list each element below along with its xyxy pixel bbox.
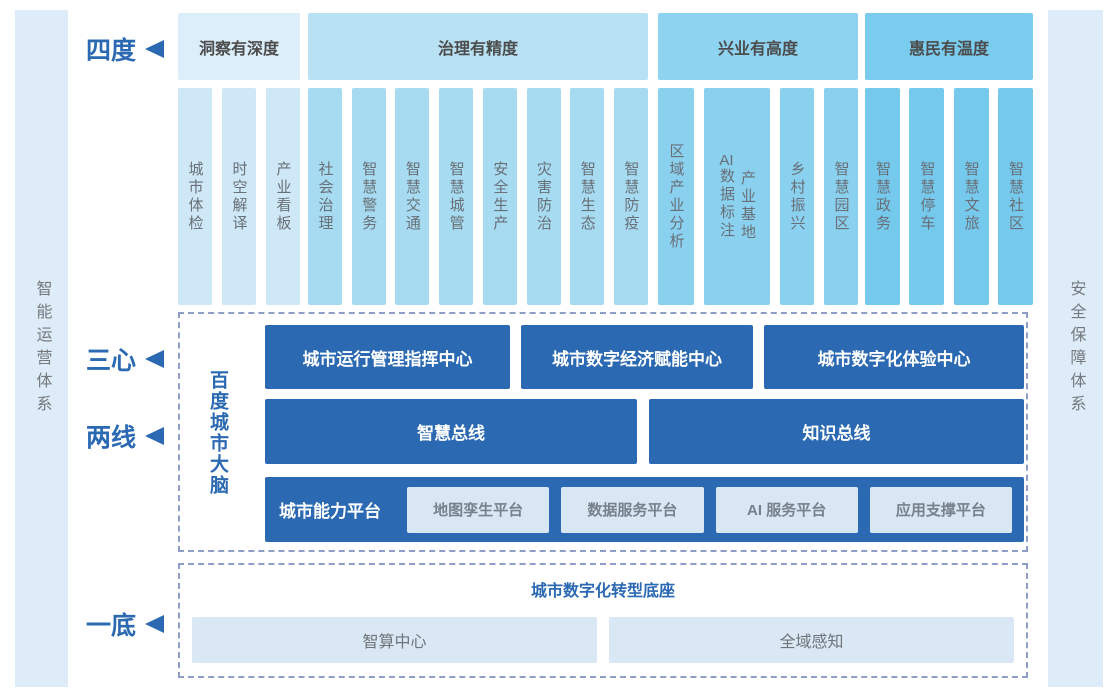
two-buses-row: 智慧总线 知识总线 [265, 399, 1024, 464]
three-centers-row: 城市运行管理指挥中心 城市数字经济赋能中心 城市数字化体验中心 [265, 325, 1024, 389]
app-column: 智慧园区 [824, 88, 858, 305]
platform-box: 数据服务平台 [561, 486, 704, 533]
wide-column-line2: 产业基地 [739, 169, 756, 242]
left-system-bar-label: 智能运营体系 [33, 279, 51, 418]
digital-base-container: 城市数字化转型底座 智算中心 全域感知 [178, 563, 1028, 678]
app-column: 智慧生态 [570, 88, 605, 305]
wide-column-line1: AI数据标注 [718, 153, 735, 240]
arrow-left-icon [145, 350, 165, 368]
app-column: 城市体检 [178, 88, 212, 305]
city-brain-label: 百度城市大脑 [207, 370, 228, 496]
app-column: 智慧文旅 [953, 88, 989, 305]
row-label-text: 四度 [86, 37, 137, 65]
app-column: 智慧停车 [909, 88, 945, 305]
app-column: 灾害防治 [526, 88, 561, 305]
app-column: 时空解译 [222, 88, 256, 305]
right-system-bar-label: 安全保障体系 [1067, 279, 1085, 418]
application-groups: 洞察有深度 城市体检 时空解译 产业看板 治理有精度 社会治理 智慧警务 智慧交… [178, 13, 1033, 305]
base-item: 全域感知 [609, 617, 1014, 663]
center-box: 城市运行管理指挥中心 [265, 325, 510, 389]
group-header-welfare: 惠民有温度 [865, 13, 1033, 80]
app-column: 智慧交通 [395, 88, 430, 305]
arrow-left-icon [145, 615, 165, 633]
app-column: 智慧城管 [439, 88, 474, 305]
group-columns: 城市体检 时空解译 产业看板 [178, 88, 300, 305]
row-label-text: 一底 [86, 612, 137, 640]
group-columns: 社会治理 智慧警务 智慧交通 智慧城管 安全生产 灾害防治 智慧生态 智慧防疫 [308, 88, 648, 305]
row-label-two-lines: 两线 [86, 418, 165, 454]
app-column: 智慧社区 [997, 88, 1033, 305]
arrow-left-icon [145, 427, 165, 445]
app-column: 智慧警务 [351, 88, 386, 305]
capability-label: 城市能力平台 [279, 502, 381, 521]
bus-box: 智慧总线 [265, 399, 637, 464]
app-column-wide: AI数据标注 产业基地 [704, 88, 770, 305]
platform-box: 地图孪生平台 [407, 486, 550, 533]
app-column: 产业看板 [266, 88, 300, 305]
app-column: 安全生产 [482, 88, 517, 305]
group-columns: 区域产业分析 AI数据标注 产业基地 乡村振兴 智慧园区 [658, 88, 858, 305]
left-system-bar: 智能运营体系 [15, 10, 68, 687]
group-columns: 智慧政务 智慧停车 智慧文旅 智慧社区 [865, 88, 1033, 305]
row-label-text: 三心 [86, 347, 137, 375]
bus-box: 知识总线 [649, 399, 1024, 464]
row-label-three-centers: 三心 [86, 341, 165, 377]
group-header-insight: 洞察有深度 [178, 13, 300, 80]
center-box: 城市数字化体验中心 [764, 325, 1024, 389]
right-system-bar: 安全保障体系 [1048, 10, 1103, 687]
group-header-governance: 治理有精度 [308, 13, 648, 80]
row-label-four-degrees: 四度 [86, 31, 165, 67]
digital-base-title: 城市数字化转型底座 [530, 583, 675, 600]
group-welfare: 惠民有温度 智慧政务 智慧停车 智慧文旅 智慧社区 [865, 13, 1033, 305]
app-column: 社会治理 [308, 88, 342, 305]
digital-base-items: 智算中心 全域感知 [192, 617, 1014, 663]
group-industry: 兴业有高度 区域产业分析 AI数据标注 产业基地 乡村振兴 智慧园区 [658, 13, 858, 305]
app-column: 乡村振兴 [780, 88, 814, 305]
city-brain-container: 百度城市大脑 城市运行管理指挥中心 城市数字经济赋能中心 城市数字化体验中心 智… [178, 312, 1028, 552]
app-column: 智慧政务 [865, 88, 900, 305]
capability-band: 城市能力平台 地图孪生平台 数据服务平台 AI 服务平台 应用支撑平台 [265, 477, 1024, 542]
app-column: 区域产业分析 [658, 88, 694, 305]
group-insight: 洞察有深度 城市体检 时空解译 产业看板 [178, 13, 300, 305]
app-column: 智慧防疫 [613, 88, 648, 305]
arrow-left-icon [145, 40, 165, 58]
row-label-one-base: 一底 [86, 606, 165, 642]
group-governance: 治理有精度 社会治理 智慧警务 智慧交通 智慧城管 安全生产 灾害防治 智慧生态… [308, 13, 648, 305]
center-box: 城市数字经济赋能中心 [521, 325, 753, 389]
platform-box: 应用支撑平台 [869, 486, 1012, 533]
group-header-industry: 兴业有高度 [658, 13, 858, 80]
base-item: 智算中心 [192, 617, 597, 663]
platform-box: AI 服务平台 [715, 486, 858, 533]
row-label-text: 两线 [86, 424, 137, 452]
